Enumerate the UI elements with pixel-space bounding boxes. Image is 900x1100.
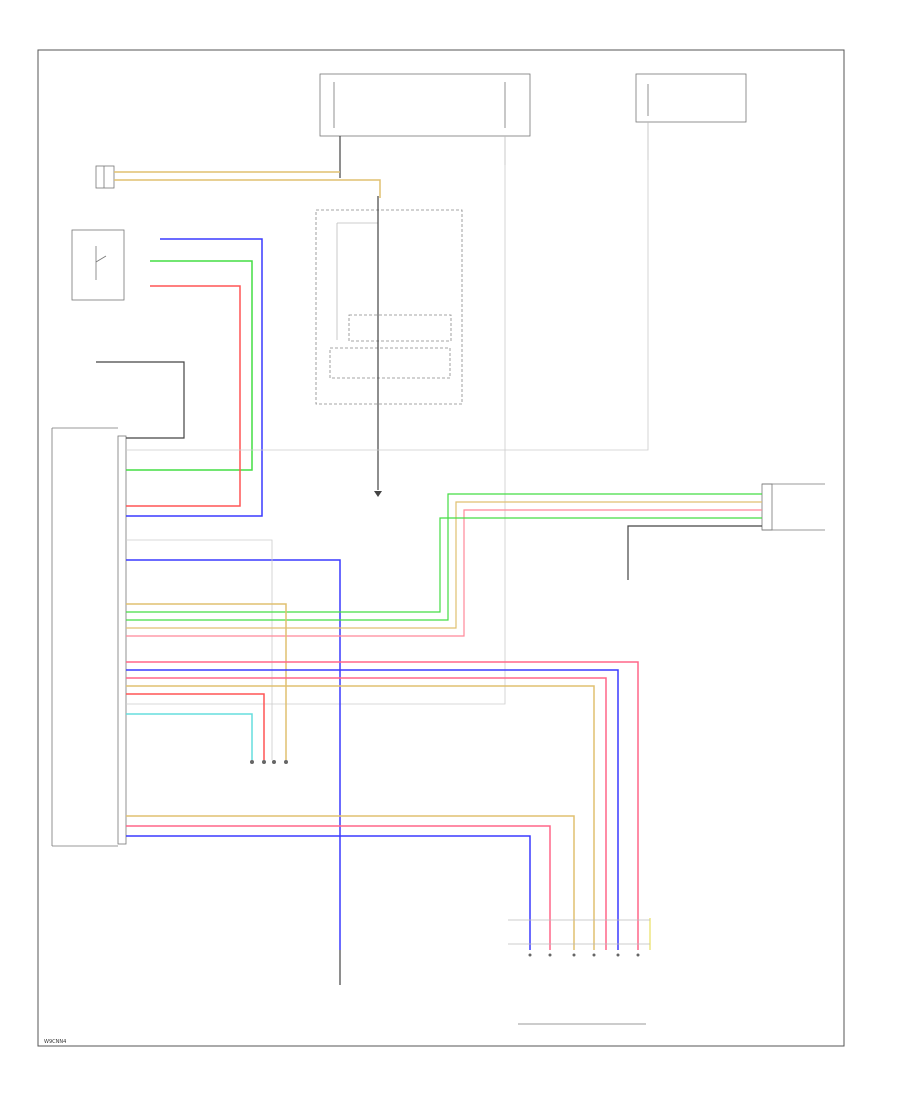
center-module (315, 209, 463, 405)
wire-blue-2 (126, 669, 619, 950)
wire-red-splice (126, 693, 265, 760)
wire-pink-1 (126, 661, 639, 950)
wire-tan-splice (126, 603, 287, 760)
fuse-box-2 (635, 73, 747, 160)
wire-gray-long (126, 160, 649, 451)
wire-gray-center (126, 165, 506, 705)
wire-black-ground-left (96, 361, 185, 439)
wire-tan-sensor (126, 501, 762, 629)
wire-red-sw (126, 285, 241, 507)
wire-blue-3 (126, 835, 531, 950)
wire-tan-3 (126, 815, 575, 950)
wire-green-sensor-1 (126, 493, 762, 621)
fuse-box-1 (319, 73, 531, 178)
sensor-switch (71, 229, 125, 301)
top-left-connector (95, 165, 115, 189)
wire-green-sw (126, 260, 253, 471)
wire-pink-sensor (126, 509, 762, 637)
wire-gray-box (126, 539, 273, 760)
wire-tan-top (114, 179, 381, 198)
wire-blue-down (126, 559, 341, 950)
center-module-ground-icon (374, 491, 382, 497)
diagram-frame (37, 49, 845, 1047)
control-unit (117, 435, 127, 845)
wire-pink-2 (126, 677, 607, 950)
splice-block (250, 760, 288, 764)
wire-tan-2 (126, 685, 595, 950)
wire-black-sensor (627, 525, 762, 580)
wire-cyan-splice (126, 713, 253, 760)
wire-green-sensor-2 (126, 517, 762, 613)
bottom-sensor (508, 919, 650, 957)
right-sensor (761, 483, 773, 531)
wire-blue-sw (126, 238, 263, 517)
wire-pink-3 (126, 825, 551, 950)
corner-code: W9CNN4 (44, 1039, 66, 1045)
